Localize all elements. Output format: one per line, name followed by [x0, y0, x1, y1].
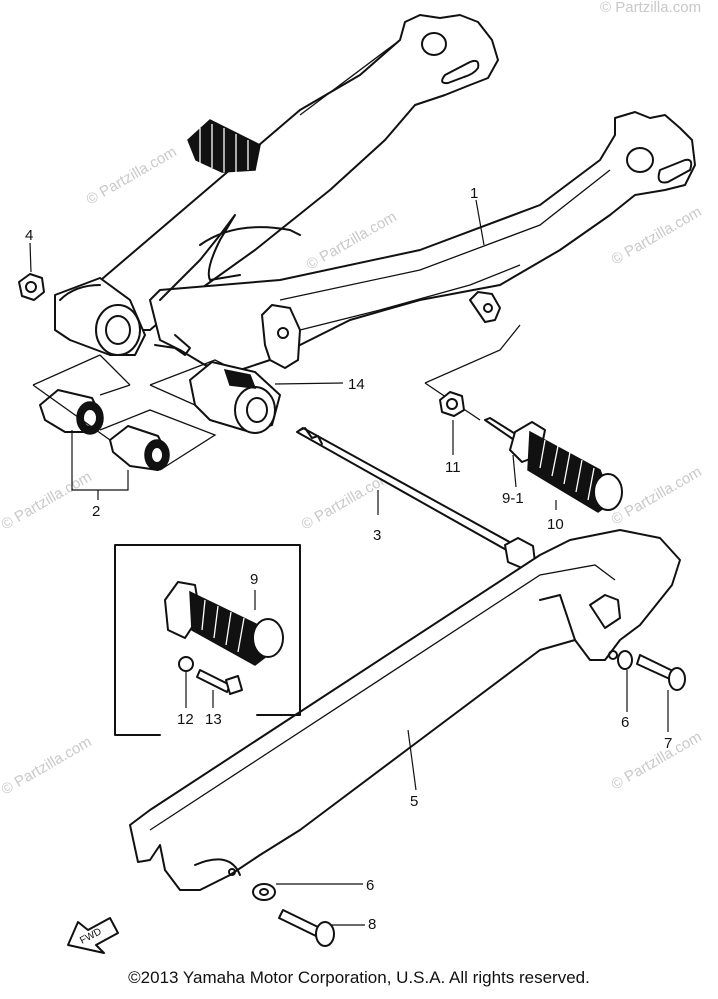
inset-box-optional-footrest [114, 544, 301, 736]
callout-6-upper: 6 [621, 714, 629, 731]
callout-2: 2 [92, 503, 100, 520]
callout-9-1: 9-1 [502, 490, 524, 507]
bushing-part-2 [39, 389, 170, 471]
watermark-text: © Partzilla.com [609, 463, 705, 528]
washer-part-6-lower [252, 883, 276, 901]
callout-7: 7 [664, 735, 672, 752]
watermark-text: © Partzilla.com [0, 468, 95, 533]
footrest-part-10 [484, 417, 623, 513]
watermark-text: © Partzilla.com [609, 203, 705, 268]
callout-6-lower: 6 [366, 877, 374, 894]
chain-case-part-5 [129, 529, 681, 891]
screw-part-7 [636, 654, 686, 691]
nut-part-11 [439, 391, 465, 417]
callout-10: 10 [547, 516, 564, 533]
callout-labels: 1 2 3 4 5 6 6 7 8 9 9-1 10 11 12 13 14 [25, 185, 672, 933]
callout-8: 8 [368, 916, 376, 933]
screw-part-8 [278, 909, 335, 947]
assembly-guide-lines [32, 324, 521, 471]
copyright-notice: ©2013 Yamaha Motor Corporation, U.S.A. A… [128, 968, 590, 987]
callout-9: 9 [250, 571, 258, 588]
nut-part-4 [18, 273, 45, 301]
callout-14: 14 [348, 376, 365, 393]
leader-lines [29, 199, 669, 926]
watermark-text: © Partzilla.com [600, 0, 701, 16]
callout-4: 4 [25, 227, 33, 244]
callout-1: 1 [470, 185, 478, 202]
callout-13: 13 [205, 711, 222, 728]
callout-3: 3 [373, 527, 381, 544]
callout-11: 11 [445, 459, 461, 476]
washer-part-6-upper [617, 650, 633, 670]
callout-5: 5 [410, 793, 418, 810]
watermark-text: © Partzilla.com [609, 728, 705, 793]
swing-arm-part-1 [54, 14, 696, 371]
axle-bolt-part-3 [296, 427, 536, 569]
forward-direction-arrow: FWD [67, 917, 119, 954]
collar-part-14 [189, 361, 281, 434]
callout-12: 12 [177, 711, 194, 728]
watermark-text: © Partzilla.com [0, 733, 95, 798]
watermark-text: © Partzilla.com [84, 143, 180, 208]
